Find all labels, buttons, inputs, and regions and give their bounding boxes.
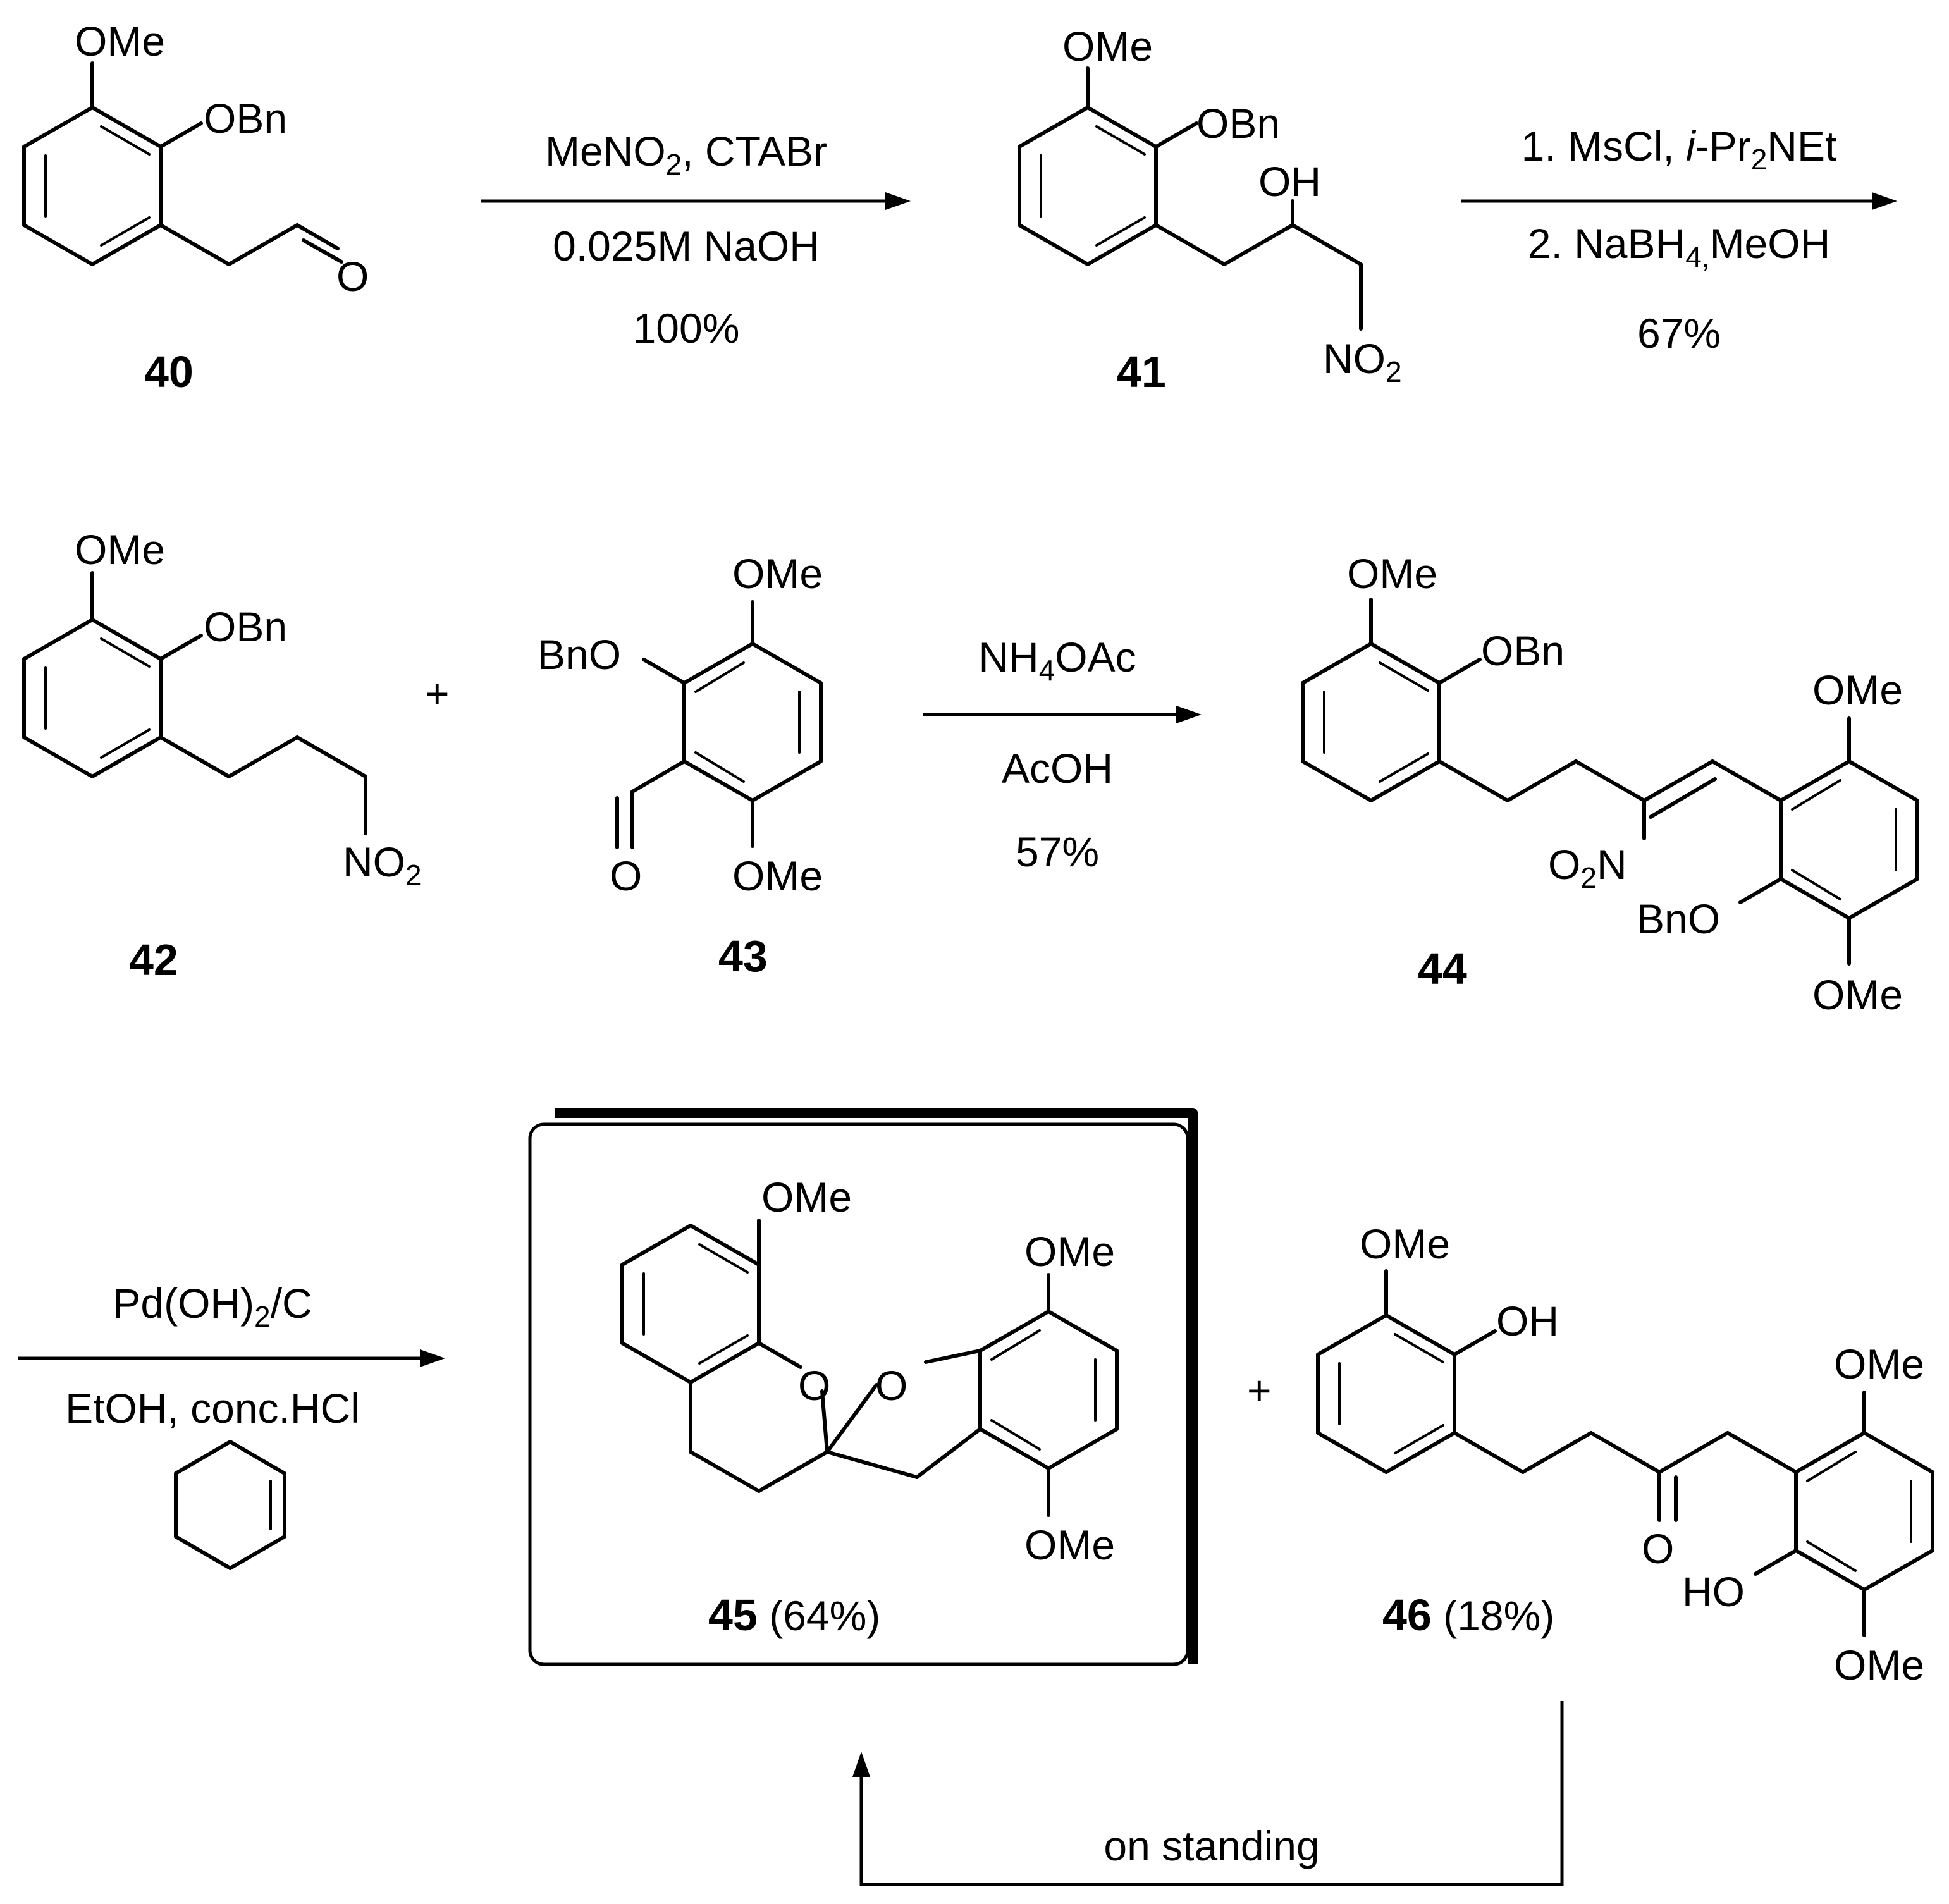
compound-number: 45 (64%)	[708, 1590, 880, 1640]
compound-40: OMe OBn O 40	[22, 18, 369, 396]
compound-number: 40	[144, 347, 194, 396]
reaction-arrow-3: NH4OAc AcOH 57%	[923, 634, 1202, 875]
on-standing-arrow: on standing	[852, 1701, 1564, 1886]
reaction-arrow-1: MeNO2, CTABr 0.025M NaOH 100%	[481, 128, 911, 352]
benzene-ring	[22, 106, 163, 266]
ome-label: OMe	[761, 1174, 852, 1220]
bno-label: BnO	[538, 631, 621, 678]
reagent-line-1: MeNO2, CTABr	[545, 128, 827, 181]
ome-top-label: OMe	[1024, 1228, 1115, 1275]
bno-label: BnO	[1637, 895, 1720, 942]
benzene-ring-left	[1301, 642, 1441, 802]
reagent-line-1: 1. MsCl, i-Pr2NEt	[1522, 123, 1837, 176]
obn-label: OBn	[204, 95, 287, 142]
compound-number: 42	[129, 935, 178, 985]
benzene-ring	[620, 1224, 761, 1384]
reaction-arrow-4: Pd(OH)2/C EtOH, conc.HCl	[18, 1280, 445, 1570]
compound-44: OMe OBn O2N OMe BnO OMe 44	[1301, 550, 1919, 1018]
ome-bottom-label: OMe	[1024, 1521, 1115, 1568]
benzene-ring-left	[1316, 1313, 1456, 1474]
arrowhead	[420, 1349, 445, 1367]
benzene-ring-right	[1794, 1431, 1934, 1592]
ome-bottom-label: OMe	[1812, 971, 1903, 1018]
reaction-arrow-2: 1. MsCl, i-Pr2NEt 2. NaBH4,MeOH 67%	[1461, 123, 1897, 357]
aldehyde-oxygen-label: O	[336, 253, 369, 300]
compound-number: 43	[718, 931, 768, 981]
compound-45-box	[528, 1108, 1198, 1666]
reagent-line-2: 2. NaBH4,MeOH	[1528, 220, 1831, 273]
ring-oxygen-label: O	[875, 1362, 907, 1409]
reaction-yield: 57%	[1016, 828, 1099, 875]
ome-top-label: OMe	[732, 550, 823, 597]
aldehyde-oxygen-label: O	[610, 852, 642, 899]
reagent-line-2: AcOH	[1002, 745, 1113, 792]
nitro-label: O2N	[1548, 841, 1627, 894]
ho-label: HO	[1682, 1568, 1745, 1615]
ome-bottom-label: OMe	[1834, 1642, 1924, 1688]
compound-number: 41	[1117, 347, 1166, 396]
benzene-ring	[22, 618, 163, 778]
ketone-oxygen-label: O	[1642, 1525, 1674, 1572]
arrowhead	[852, 1752, 870, 1777]
plus-sign: +	[1247, 1367, 1272, 1414]
compound-number: 46 (18%)	[1382, 1590, 1554, 1640]
nitro-label: NO2	[343, 838, 422, 892]
arrowhead	[885, 192, 911, 210]
nitro-label: NO2	[1323, 335, 1402, 388]
ome-label: OMe	[1062, 23, 1153, 70]
plus-sign: +	[425, 670, 450, 717]
benzene-ring	[682, 642, 823, 802]
oh-label: OH	[1496, 1298, 1559, 1344]
reagent-line-1: NH4OAc	[978, 634, 1136, 687]
compound-43: OMe BnO O OMe 43	[538, 550, 823, 981]
benzene-ring-right	[1779, 759, 1919, 920]
benzene-ring	[1018, 106, 1158, 266]
benzene-ring	[978, 1310, 1119, 1470]
obn-label: OBn	[1481, 627, 1565, 674]
ome-top-label: OMe	[1834, 1341, 1924, 1387]
on-standing-label: on standing	[1104, 1822, 1319, 1869]
ome-label: OMe	[75, 18, 165, 64]
ring-oxygen-label: O	[798, 1362, 830, 1409]
reagent-line-2: 0.025M NaOH	[553, 223, 820, 269]
reaction-yield: 100%	[633, 305, 740, 352]
ome-bottom-label: OMe	[732, 852, 823, 899]
compound-number: 44	[1418, 944, 1467, 993]
oh-label: OH	[1258, 158, 1321, 205]
obn-label: OBn	[1196, 100, 1280, 147]
reagent-line-2: EtOH, conc.HCl	[65, 1385, 360, 1432]
cyclohexene-structure	[174, 1440, 286, 1570]
compound-42: OMe OBn NO2 42	[22, 526, 422, 985]
reagent-line-1: Pd(OH)2/C	[113, 1280, 312, 1333]
compound-45: OMe O O OMe OMe 45 (64%)	[620, 1174, 1119, 1640]
compound-41: OMe OBn OH NO2 41	[1018, 23, 1402, 396]
arrowhead	[1176, 706, 1202, 723]
compound-46: OMe OH O OMe HO OMe 46 (18%)	[1316, 1220, 1934, 1688]
ome-label: OMe	[1347, 550, 1437, 597]
ome-top-label: OMe	[1812, 666, 1903, 713]
ome-label: OMe	[1360, 1220, 1450, 1267]
reaction-yield: 67%	[1637, 310, 1721, 357]
obn-label: OBn	[204, 603, 287, 650]
ome-label: OMe	[75, 526, 165, 573]
arrowhead	[1872, 192, 1897, 210]
